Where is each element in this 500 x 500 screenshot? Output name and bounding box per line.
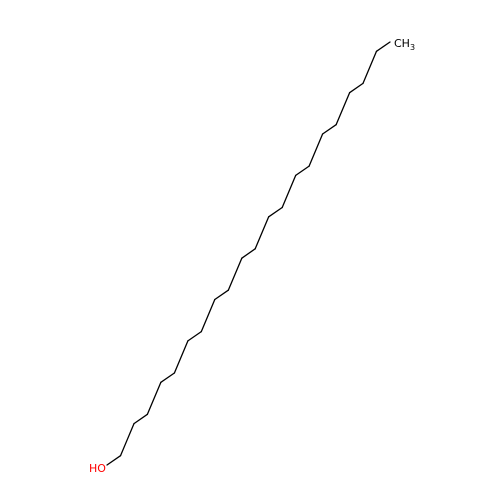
bond-3 [133, 413, 149, 425]
bond-9 [214, 289, 229, 301]
methyl-label-subscript: 3 [410, 43, 415, 52]
bond-10 [227, 257, 243, 291]
bond-8 [200, 298, 216, 333]
bond-11 [241, 248, 256, 259]
hydroxyl-label: HO [89, 462, 106, 475]
bond-16 [308, 133, 324, 167]
bond-14 [281, 174, 297, 209]
bond-7 [187, 330, 202, 342]
bond-1 [106, 455, 122, 466]
methyl-label: CH3 [394, 37, 415, 52]
bond-21 [375, 41, 391, 52]
carbon-chain [106, 41, 391, 466]
bond-4 [146, 381, 162, 415]
bond-19 [348, 82, 364, 94]
bond-18 [335, 92, 351, 126]
bond-12 [254, 216, 270, 250]
bond-6 [173, 340, 189, 374]
bond-20 [362, 50, 378, 85]
methyl-label-main: CH [394, 37, 410, 50]
bond-15 [295, 165, 310, 177]
bond-13 [268, 206, 283, 218]
bond-17 [321, 124, 337, 135]
bond-5 [160, 372, 176, 383]
bond-2 [119, 422, 135, 457]
